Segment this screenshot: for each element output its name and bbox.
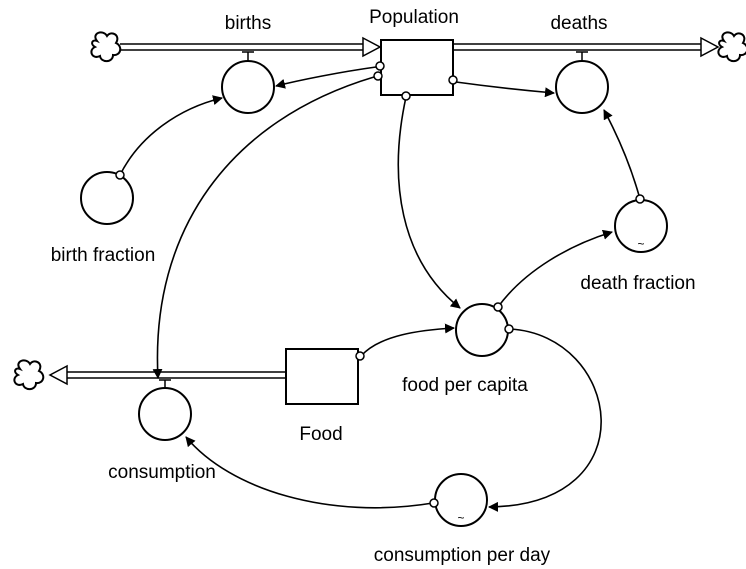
consumption-per-day-label: consumption per day bbox=[374, 545, 551, 566]
connector-birthfraction-births bbox=[119, 95, 223, 176]
consumption-rate-circle[interactable] bbox=[138, 387, 192, 441]
births-rate-circle[interactable] bbox=[221, 60, 275, 114]
deaths-flow-pipe bbox=[453, 36, 720, 58]
cloud-sink-icon bbox=[717, 31, 746, 63]
cloud-sink-icon bbox=[13, 359, 45, 391]
food-per-capita-circle[interactable] bbox=[455, 303, 509, 357]
births-flow-label: births bbox=[225, 13, 271, 34]
deaths-flow-label: deaths bbox=[550, 13, 607, 34]
food-stock[interactable] bbox=[285, 348, 359, 405]
birth-fraction-circle[interactable] bbox=[80, 171, 134, 225]
connector-foodpercapita-consumptionperday bbox=[488, 328, 602, 512]
food-stock-label: Food bbox=[299, 424, 342, 445]
birth-fraction-label: birth fraction bbox=[51, 245, 156, 266]
connector-food-foodpercapita bbox=[360, 323, 455, 357]
consumption-flow-pipe bbox=[48, 364, 286, 386]
graphical-function-marker: ~ bbox=[457, 511, 464, 525]
connector-population-deaths bbox=[455, 81, 555, 98]
flow-arrow-icon bbox=[362, 36, 382, 58]
connector-tails bbox=[115, 61, 645, 508]
connector-foodpercapita-deathfraction bbox=[497, 229, 613, 308]
connector-population-foodpercapita bbox=[397, 96, 461, 309]
connector-consumptionperday-consumption bbox=[185, 436, 434, 509]
connectors bbox=[119, 66, 641, 512]
graphical-function-marker: ~ bbox=[637, 237, 644, 251]
deaths-rate-circle[interactable] bbox=[555, 60, 609, 114]
consumption-flow-label: consumption bbox=[108, 462, 216, 483]
cloud-source-icon bbox=[90, 31, 122, 63]
connector-deathfraction-deaths bbox=[603, 109, 641, 200]
connector-population-consumption bbox=[152, 76, 375, 379]
food-per-capita-label: food per capita bbox=[402, 375, 528, 396]
connector-population-births bbox=[275, 66, 377, 89]
population-stock[interactable] bbox=[380, 39, 454, 96]
births-flow-pipe bbox=[120, 36, 382, 58]
population-stock-label: Population bbox=[369, 7, 459, 28]
death-fraction-label: death fraction bbox=[580, 273, 695, 294]
flow-arrow-icon bbox=[48, 364, 68, 386]
flow-arrow-icon bbox=[700, 36, 720, 58]
